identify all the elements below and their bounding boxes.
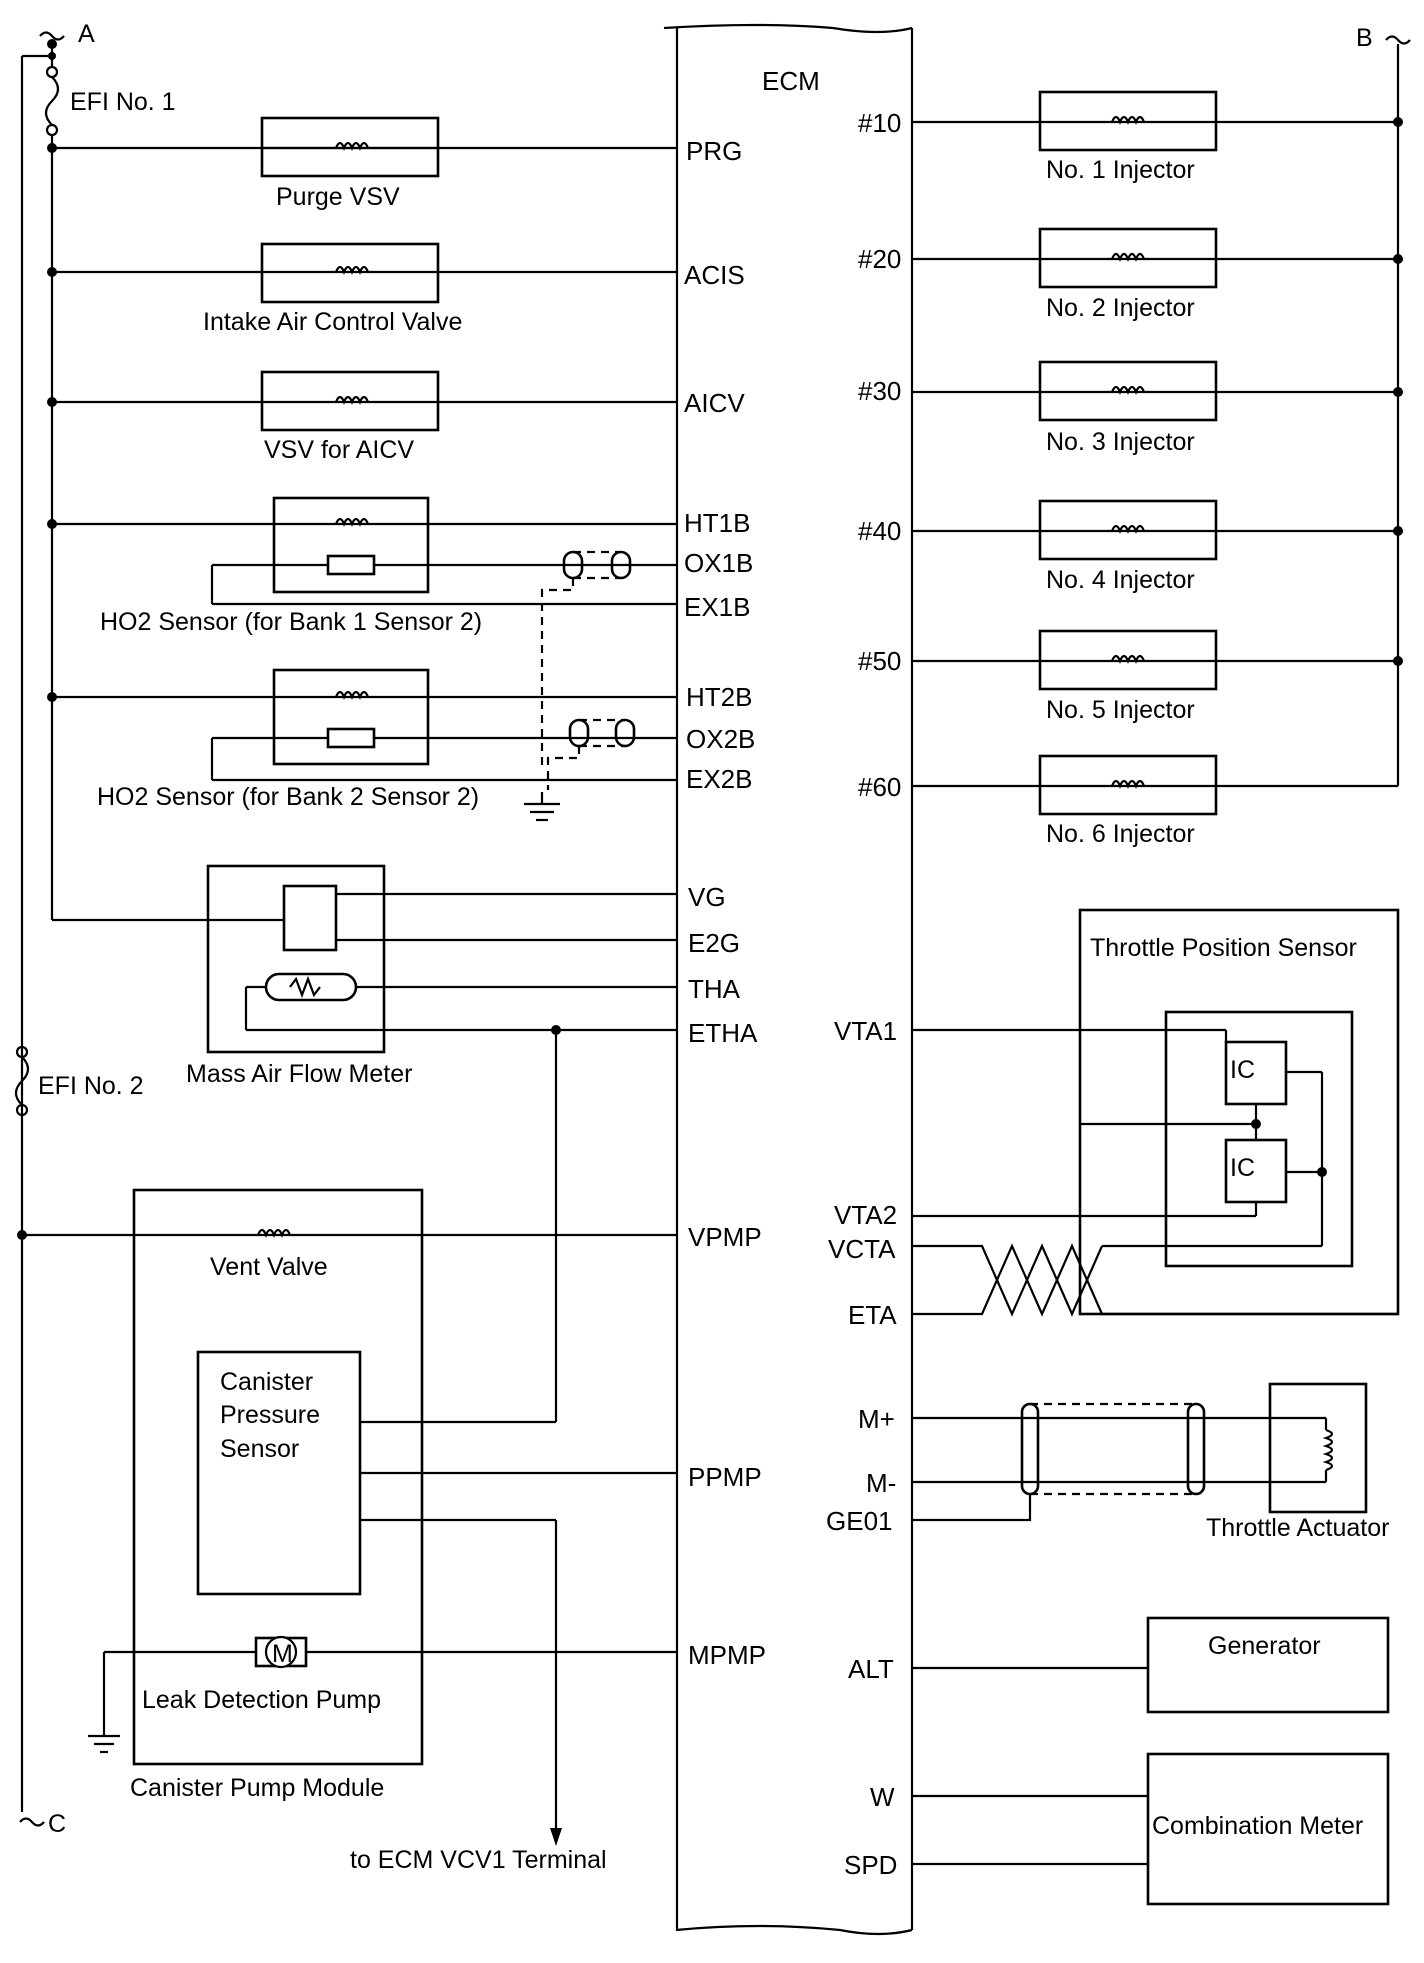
injector-5: #50 No. 5 Injector bbox=[858, 629, 1403, 724]
pin-spd: SPD bbox=[844, 1850, 897, 1880]
injector-5-label: No. 5 Injector bbox=[1046, 696, 1195, 724]
injector-2-label: No. 2 Injector bbox=[1046, 294, 1195, 322]
canister-pressure-sensor-line3: Sensor bbox=[220, 1435, 299, 1463]
pin-ht1b: HT1B bbox=[684, 508, 750, 538]
throttle-actuator: Throttle Actuator bbox=[912, 1382, 1389, 1542]
vsv-for-aicv-label: VSV for AICV bbox=[264, 436, 414, 464]
purge-vsv: Purge VSV bbox=[47, 116, 677, 211]
injector-3: #30 No. 3 Injector bbox=[858, 360, 1403, 456]
ho2-b2s2-label: HO2 Sensor (for Bank 2 Sensor 2) bbox=[97, 783, 479, 811]
injectors: #10 No. 1 Injector #20 No. 2 Injector #3… bbox=[858, 90, 1403, 848]
combination-meter-label: Combination Meter bbox=[1152, 1812, 1363, 1840]
injector-4-label: No. 4 Injector bbox=[1046, 566, 1195, 594]
injector-3-label: No. 3 Injector bbox=[1046, 428, 1195, 456]
pin-vcta: VCTA bbox=[828, 1234, 896, 1264]
ecm-block: ECM bbox=[663, 23, 914, 1936]
to-ecm-vcv1-label: to ECM VCV1 Terminal bbox=[350, 1846, 607, 1874]
purge-vsv-label: Purge VSV bbox=[276, 183, 400, 211]
pin-eta: ETA bbox=[848, 1300, 897, 1330]
pin-e2g: E2G bbox=[688, 928, 740, 958]
ic-2-label: IC bbox=[1230, 1154, 1255, 1182]
fuse-efi-no-1-label: EFI No. 1 bbox=[70, 88, 176, 116]
pin-vg: VG bbox=[688, 882, 726, 912]
generator-label: Generator bbox=[1208, 1632, 1321, 1660]
canister-pump-module-label: Canister Pump Module bbox=[130, 1774, 384, 1802]
fuse-efi-no-2: EFI No. 2 bbox=[14, 1045, 144, 1117]
motor-symbol: M bbox=[272, 1640, 293, 1668]
injector-4: #40 No. 4 Injector bbox=[858, 499, 1403, 594]
pin-ppmp: PPMP bbox=[688, 1462, 762, 1492]
ho2-sensor-bank1-sensor2: HO2 Sensor (for Bank 1 Sensor 2) bbox=[47, 496, 677, 770]
pin-ox1b: OX1B bbox=[684, 548, 753, 578]
fuse-efi-no-1: EFI No. 1 bbox=[44, 65, 176, 920]
injector-6: #60 No. 6 Injector bbox=[858, 754, 1398, 848]
mass-air-flow-meter: Mass Air Flow Meter bbox=[52, 864, 677, 1422]
pin-tha: THA bbox=[688, 974, 741, 1004]
rail-a-label: A bbox=[78, 20, 95, 48]
injector-1: #10 No. 1 Injector bbox=[858, 90, 1403, 184]
pin-aicv: AICV bbox=[684, 388, 745, 418]
ecm-right-pins: VTA1 VTA2 VCTA ETA M+ M- GE01 ALT W SPD bbox=[826, 1016, 897, 1880]
intake-air-control-valve-label: Intake Air Control Valve bbox=[203, 308, 462, 336]
pin-ht2b: HT2B bbox=[686, 682, 752, 712]
pin-inj-20: #20 bbox=[858, 244, 901, 274]
pin-ge01: GE01 bbox=[826, 1506, 893, 1536]
pin-vta2: VTA2 bbox=[834, 1200, 897, 1230]
canister-pressure-sensor-line1: Canister bbox=[220, 1368, 313, 1396]
pin-vta1: VTA1 bbox=[834, 1016, 897, 1046]
pin-alt: ALT bbox=[848, 1654, 894, 1684]
pin-acis: ACIS bbox=[684, 260, 745, 290]
ho2-sensor-bank2-sensor2: HO2 Sensor (for Bank 2 Sensor 2) bbox=[47, 668, 677, 822]
rail-b-label: B bbox=[1356, 24, 1373, 52]
combination-meter: Combination Meter bbox=[912, 1752, 1390, 1906]
vent-valve-label: Vent Valve bbox=[210, 1253, 328, 1281]
ecm-left-pins: PRG ACIS AICV HT1B OX1B EX1B HT2B OX2B E… bbox=[684, 136, 766, 1670]
pin-inj-40: #40 bbox=[858, 516, 901, 546]
injector-1-label: No. 1 Injector bbox=[1046, 156, 1195, 184]
pin-inj-10: #10 bbox=[858, 108, 901, 138]
pin-prg: PRG bbox=[686, 136, 742, 166]
left-power-rail: A C bbox=[19, 20, 95, 1838]
canister-pump-module: Vent Valve Canister Pressure Sensor M Le… bbox=[17, 1188, 677, 1874]
intake-air-control-valve: Intake Air Control Valve bbox=[47, 242, 677, 336]
injector-6-label: No. 6 Injector bbox=[1046, 820, 1195, 848]
throttle-position-sensor-label: Throttle Position Sensor bbox=[1090, 934, 1357, 962]
pin-mpmp: MPMP bbox=[688, 1640, 766, 1670]
ho2-b1s2-label: HO2 Sensor (for Bank 1 Sensor 2) bbox=[100, 608, 482, 636]
rail-c-label: C bbox=[48, 1810, 66, 1838]
canister-pressure-sensor-line2: Pressure bbox=[220, 1401, 320, 1429]
mass-air-flow-meter-label: Mass Air Flow Meter bbox=[186, 1060, 412, 1088]
throttle-actuator-label: Throttle Actuator bbox=[1206, 1514, 1389, 1542]
ecm-label: ECM bbox=[762, 66, 820, 96]
pin-inj-50: #50 bbox=[858, 646, 901, 676]
pin-m-minus: M- bbox=[866, 1468, 896, 1498]
injector-2: #20 No. 2 Injector bbox=[858, 227, 1403, 322]
pin-w: W bbox=[870, 1782, 895, 1812]
pin-ex1b: EX1B bbox=[684, 592, 751, 622]
pin-etha: ETHA bbox=[688, 1018, 758, 1048]
pin-inj-30: #30 bbox=[858, 376, 901, 406]
ic-1-label: IC bbox=[1230, 1056, 1255, 1084]
pin-inj-60: #60 bbox=[858, 772, 901, 802]
vsv-for-aicv: VSV for AICV bbox=[47, 370, 677, 464]
fuse-efi-no-2-label: EFI No. 2 bbox=[38, 1072, 144, 1100]
generator: Generator bbox=[912, 1616, 1390, 1714]
pin-m-plus: M+ bbox=[858, 1404, 895, 1434]
pin-vpmp: VPMP bbox=[688, 1222, 762, 1252]
throttle-position-sensor: Throttle Position Sensor IC IC bbox=[912, 908, 1400, 1317]
right-power-rail: B bbox=[1356, 24, 1411, 786]
leak-detection-pump-label: Leak Detection Pump bbox=[142, 1686, 381, 1714]
pin-ex2b: EX2B bbox=[686, 764, 753, 794]
pin-ox2b: OX2B bbox=[686, 724, 755, 754]
